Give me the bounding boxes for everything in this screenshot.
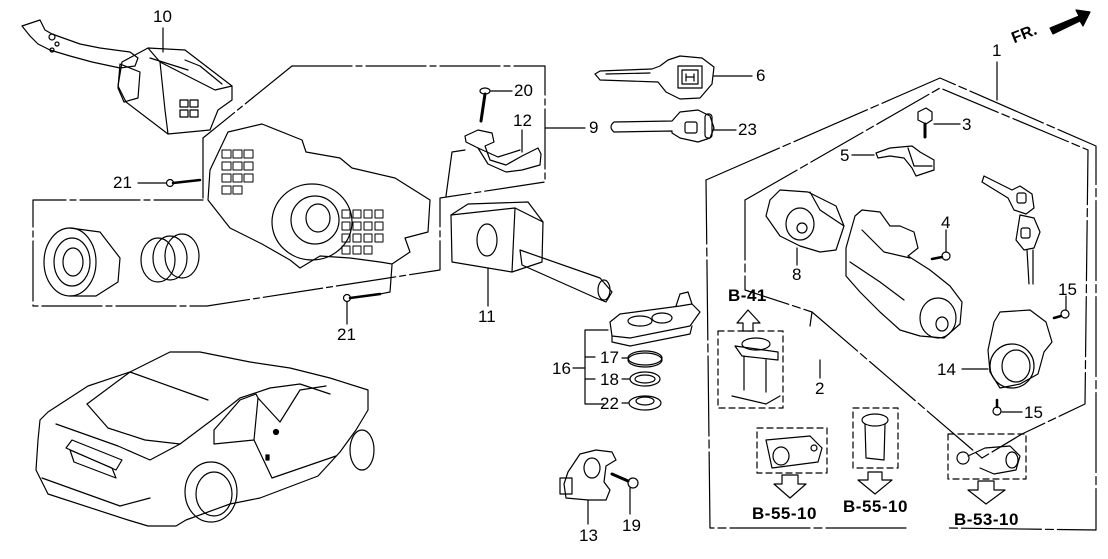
part-key-set[interactable] — [982, 176, 1040, 284]
part-14-immobilizer-ring[interactable] — [988, 310, 1052, 388]
part-15-screw-upper[interactable] — [1054, 310, 1069, 318]
callout-10[interactable]: 10 — [153, 7, 172, 26]
part-12-switch-bracket[interactable] — [465, 130, 541, 172]
part-ignition-switch-assembly[interactable] — [846, 210, 962, 338]
part-16-remote-transmitter[interactable] — [610, 292, 700, 346]
part-cable-reel[interactable] — [44, 228, 120, 296]
callout-13[interactable]: 13 — [579, 526, 598, 545]
part-17-battery[interactable] — [628, 351, 662, 367]
part-10-wiper-switch[interactable] — [22, 20, 232, 134]
callout-17[interactable]: 17 — [600, 348, 619, 367]
part-spring[interactable] — [141, 234, 199, 282]
reference-box-b55-10-left[interactable] — [757, 428, 827, 498]
callout-6[interactable]: 6 — [756, 66, 766, 85]
part-21-screw-upper[interactable] — [167, 180, 201, 187]
callout-20[interactable]: 20 — [514, 81, 533, 100]
part-19-tapping-screw[interactable] — [612, 474, 638, 488]
part-5-clamp[interactable] — [876, 146, 934, 176]
leader-line-12-to-body — [446, 150, 465, 196]
callout-21-lower[interactable]: 21 — [337, 325, 356, 344]
callout-4[interactable]: 4 — [941, 213, 951, 232]
reference-box-b53-10[interactable] — [948, 434, 1026, 504]
callout-21-upper[interactable]: 21 — [113, 173, 132, 192]
front-arrow-icon — [1050, 10, 1090, 34]
callout-12[interactable]: 12 — [513, 111, 532, 130]
part-18-o-ring[interactable] — [630, 372, 660, 386]
part-13-key-interlock-solenoid[interactable] — [560, 450, 616, 500]
callout-9[interactable]: 9 — [589, 118, 599, 137]
group-boundary-combination-switch — [33, 66, 545, 306]
leader-line-21b-to-body — [380, 265, 392, 294]
callout-14[interactable]: 14 — [937, 360, 956, 379]
callout-3[interactable]: 3 — [962, 115, 972, 134]
callout-16[interactable]: 16 — [552, 359, 571, 378]
part-23-immobilizer-key[interactable] — [611, 110, 714, 142]
reference-label-b41[interactable]: B-41 — [728, 286, 767, 305]
callout-2[interactable]: 2 — [815, 379, 825, 398]
leader-bracket-16 — [585, 330, 608, 404]
callout-19[interactable]: 19 — [622, 516, 641, 535]
part-11-turn-signal-switch[interactable] — [451, 202, 612, 302]
callout-1[interactable]: 1 — [992, 41, 1002, 60]
part-8-cylinder-housing[interactable] — [766, 190, 844, 252]
part-6-blank-key[interactable] — [595, 56, 714, 99]
reference-box-b55-10-mid[interactable] — [853, 408, 898, 494]
callout-15-upper[interactable]: 15 — [1058, 280, 1077, 299]
part-15-screw-lower[interactable] — [993, 400, 1001, 415]
part-combination-switch-body[interactable] — [208, 124, 430, 268]
callout-23[interactable]: 23 — [738, 120, 757, 139]
callout-15-lower[interactable]: 15 — [1024, 403, 1043, 422]
callout-5[interactable]: 5 — [840, 146, 850, 165]
part-3-bolt[interactable] — [918, 108, 932, 137]
part-20-flange-bolt[interactable] — [480, 88, 490, 121]
reference-box-b41[interactable] — [718, 310, 783, 408]
reference-label-b55-10-left[interactable]: B-55-10 — [752, 504, 817, 523]
reference-label-b55-10-mid[interactable]: B-55-10 — [843, 497, 908, 516]
callout-18[interactable]: 18 — [600, 370, 619, 389]
vehicle-location-illustration — [36, 352, 374, 526]
part-4-screw[interactable] — [932, 252, 950, 260]
reference-label-b53-10[interactable]: B-53-10 — [954, 510, 1019, 529]
callout-22[interactable]: 22 — [600, 394, 619, 413]
part-21-screw-lower[interactable] — [344, 294, 381, 302]
callout-11[interactable]: 11 — [478, 307, 496, 326]
callout-8[interactable]: 8 — [792, 265, 802, 284]
part-22-battery-cover[interactable] — [629, 396, 661, 410]
